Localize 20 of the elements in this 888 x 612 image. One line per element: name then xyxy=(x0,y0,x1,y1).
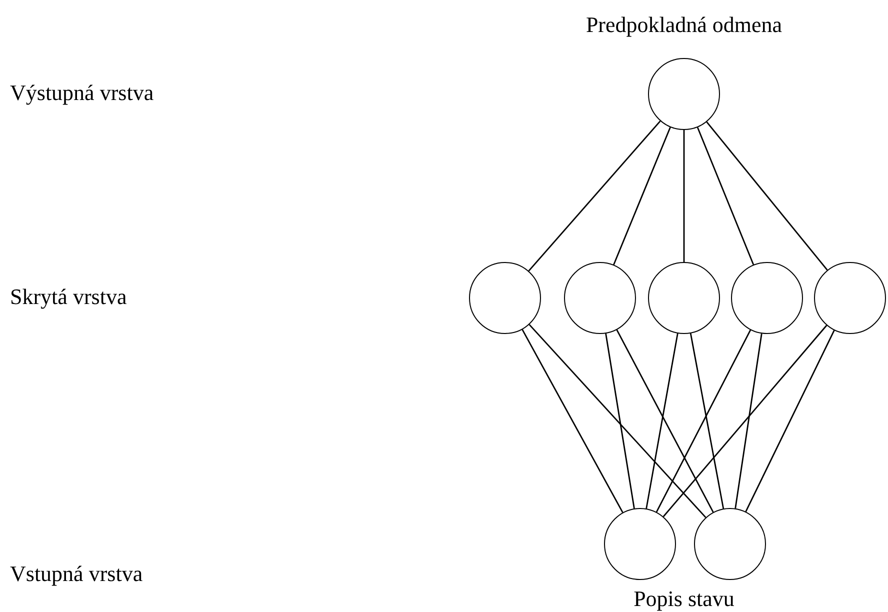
connector-line xyxy=(690,333,724,509)
connector-line xyxy=(616,330,714,512)
layer-label: Výstupná vrstva xyxy=(10,80,154,106)
connector-line xyxy=(522,329,624,513)
connector-line xyxy=(734,334,762,508)
connector-line xyxy=(605,333,635,509)
connector-line xyxy=(706,121,828,271)
connector-line xyxy=(745,330,835,512)
connector-line xyxy=(528,120,661,272)
layer-label: Popis stavu xyxy=(634,586,734,612)
node-caption: Predpokladná odmena xyxy=(586,12,782,38)
connector-line xyxy=(646,333,678,509)
connector-line xyxy=(613,127,671,265)
connector-line xyxy=(662,324,828,518)
layer-label: Vstupná vrstva xyxy=(10,561,143,587)
layer-label: Skrytá vrstva xyxy=(10,284,127,310)
connector-line xyxy=(683,130,685,262)
connector-line xyxy=(696,127,754,265)
connector-line xyxy=(528,324,706,518)
connector-line xyxy=(656,330,752,512)
